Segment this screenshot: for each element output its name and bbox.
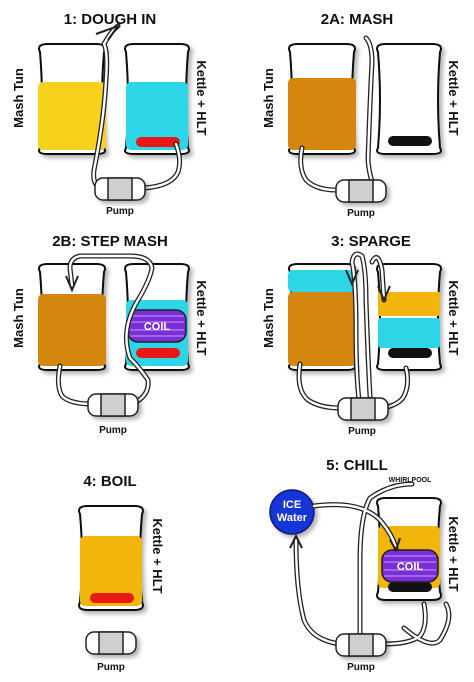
panel-title: 2B: STEP MASH bbox=[52, 233, 168, 250]
pump-icon bbox=[335, 179, 387, 203]
panel-title: 3: SPARGE bbox=[331, 233, 411, 250]
panel-title: 1: DOUGH IN bbox=[64, 11, 157, 28]
coil-icon: COIL bbox=[381, 549, 439, 583]
kettle-wort-layer bbox=[378, 292, 440, 316]
panel-step-mash: 2B: STEP MASH Mash Tun Kettle + HLT COIL… bbox=[11, 233, 209, 436]
pump-icon bbox=[87, 393, 139, 417]
heater-element bbox=[388, 348, 432, 358]
kettle-hlt-label: Kettle + HLT bbox=[194, 60, 209, 135]
pump-label: Pump bbox=[97, 662, 125, 673]
kettle-hlt-label: Kettle + HLT bbox=[446, 60, 461, 135]
pump-icon bbox=[335, 633, 387, 657]
pipe-mash-recirculation bbox=[298, 35, 381, 193]
pump-label: Pump bbox=[347, 208, 375, 219]
kettle-hlt-label: Kettle + HLT bbox=[446, 516, 461, 591]
mash-tun-water-layer bbox=[288, 270, 356, 292]
mash-tun-label: Mash Tun bbox=[11, 288, 26, 348]
pump-label: Pump bbox=[347, 662, 375, 673]
pump-label: Pump bbox=[348, 426, 376, 437]
whirlpool-label: WHIRLPOOL bbox=[389, 477, 432, 484]
kettle-hlt-label: Kettle + HLT bbox=[150, 518, 165, 593]
pipe-step-mash-loop bbox=[55, 253, 155, 407]
panel-title: 5: CHILL bbox=[326, 457, 388, 474]
mash-tun-dough-fill bbox=[38, 82, 106, 150]
heater-element bbox=[90, 593, 134, 603]
kettle-water-fill bbox=[126, 82, 188, 150]
heater-element bbox=[136, 137, 180, 147]
kettle-hlt-label: Kettle + HLT bbox=[194, 280, 209, 355]
panel-sparge: 3: SPARGE Mash Tun Kettle + HLT Pump bbox=[261, 233, 461, 437]
heater-element bbox=[136, 348, 180, 358]
panel-boil: 4: BOIL Kettle + HLT Pump bbox=[78, 473, 165, 673]
pump-icon bbox=[337, 397, 389, 421]
pipe-pump-to-mash-tun bbox=[91, 23, 121, 191]
panel-title: 2A: MASH bbox=[321, 11, 394, 28]
pipe-kettle-to-pump bbox=[135, 141, 183, 191]
mash-tun-wort-fill bbox=[288, 78, 356, 150]
pump-label: Pump bbox=[99, 425, 127, 436]
mash-tun-wort-fill bbox=[288, 292, 356, 366]
mash-tun-wort-fill bbox=[38, 294, 106, 366]
kettle-hlt-label: Kettle + HLT bbox=[446, 280, 461, 355]
mash-tun-label: Mash Tun bbox=[261, 288, 276, 348]
mash-tun-label: Mash Tun bbox=[261, 68, 276, 128]
svg-text:COIL: COIL bbox=[397, 561, 424, 573]
pump-icon bbox=[85, 631, 137, 655]
kettle-water-layer bbox=[378, 318, 440, 348]
kettle-boil-fill bbox=[80, 536, 142, 606]
panel-dough-in: 1: DOUGH IN Mash Tun Kettle + HLT Pump bbox=[11, 11, 209, 217]
ice-water-source: ICE Water bbox=[269, 489, 315, 535]
pump-label: Pump bbox=[106, 206, 134, 217]
panel-chill: 5: CHILL Kettle + HLT WHIRLPOOL COIL ICE… bbox=[269, 457, 461, 673]
coil-icon: COIL bbox=[127, 309, 187, 343]
heater-element bbox=[388, 582, 432, 592]
panel-mash: 2A: MASH Mash Tun Kettle + HLT Pump bbox=[261, 11, 461, 219]
pipe-sparge-lines bbox=[296, 251, 411, 411]
heater-element bbox=[388, 136, 432, 146]
water-label: Water bbox=[277, 512, 308, 524]
kettle-vessel bbox=[376, 43, 442, 155]
pump-icon bbox=[94, 177, 146, 201]
svg-text:COIL: COIL bbox=[144, 321, 171, 333]
panel-title: 4: BOIL bbox=[83, 473, 136, 490]
pipe-chill-lines bbox=[289, 481, 452, 647]
ice-label: ICE bbox=[283, 499, 301, 511]
mash-tun-label: Mash Tun bbox=[11, 68, 26, 128]
